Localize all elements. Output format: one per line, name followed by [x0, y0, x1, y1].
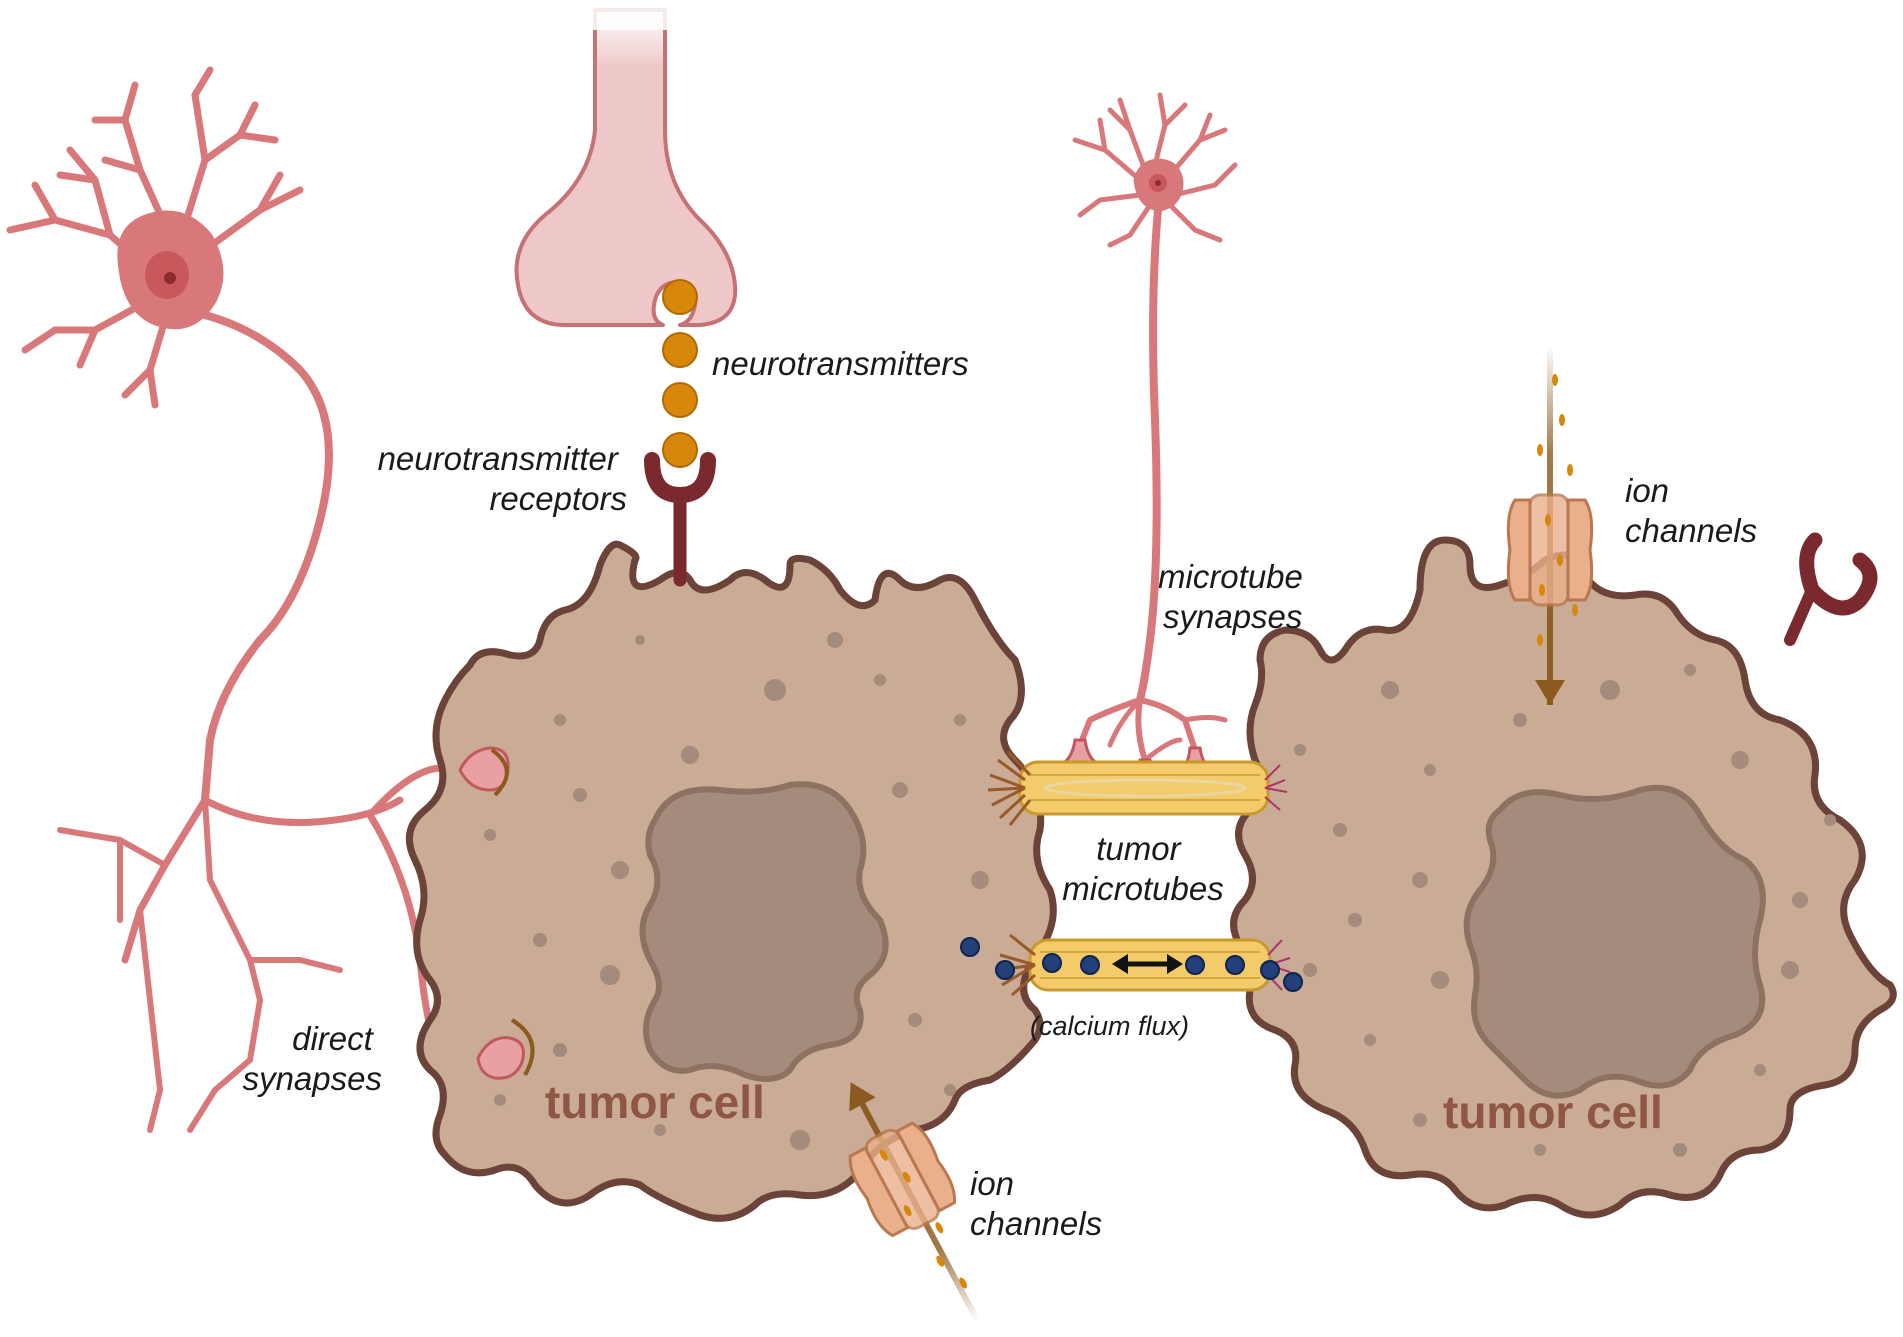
- ion-channel-bottom: [848, 1082, 981, 1323]
- tumor-cell-right-nucleus: [1463, 784, 1766, 1099]
- microtube-lower-spikes-left: [997, 933, 1036, 997]
- tumor-cell-right-label: tumor cell: [1443, 1086, 1663, 1138]
- label-tumor-microtubes: tumor microtubes: [1062, 830, 1223, 907]
- label-ion-channels-bottom: ion channels: [970, 1165, 1102, 1242]
- tumor-cell-left: tumor cell: [405, 540, 1057, 1222]
- neurotransmitter-receptor: [644, 452, 716, 587]
- tumor-cell-right: tumor cell: [1230, 536, 1897, 1219]
- tumor-cell-left-label: tumor cell: [545, 1076, 765, 1128]
- receptor-right-cell: [1784, 532, 1878, 646]
- neuron-left-axon: [201, 311, 333, 804]
- neurotransmitter-vesicles: [662, 279, 698, 468]
- tumor-cell-left-nucleus: [639, 781, 889, 1082]
- neuron-top-middle-axon: [1136, 206, 1162, 704]
- label-microtube-synapses: microtube synapses: [1158, 558, 1312, 635]
- label-ion-channels-top: ion channels: [1625, 472, 1757, 549]
- labels: neurotransmitters neurotransmitter recep…: [243, 345, 1758, 1242]
- neuron-left-dendrites: [6, 66, 304, 409]
- label-neurotransmitters: neurotransmitters: [712, 345, 969, 382]
- neuron-left: [6, 66, 484, 1133]
- label-direct-synapses: direct synapses: [243, 1020, 382, 1097]
- calcium-flux-arrow: [1112, 954, 1183, 974]
- ion-channel-top: [1506, 345, 1594, 705]
- tumor-cell-left-granules: [484, 632, 989, 1150]
- label-calcium-flux: (calcium flux): [1030, 1011, 1189, 1041]
- tumor-microtube-upper: [987, 750, 1288, 826]
- calcium-ions: [960, 937, 1303, 992]
- presynaptic-terminal: [514, 0, 738, 327]
- direct-synapses: [458, 746, 535, 1080]
- microtube-upper-spikes-left: [987, 750, 1032, 826]
- tumor-cell-right-granules: [1294, 664, 1836, 1157]
- tumor-microtube-lower: [960, 933, 1303, 997]
- label-neurotransmitter-receptors: neurotransmitter receptors: [378, 440, 627, 517]
- neuron-top-middle: [1072, 92, 1238, 778]
- microtube-upper-spikes-right: [1264, 764, 1288, 811]
